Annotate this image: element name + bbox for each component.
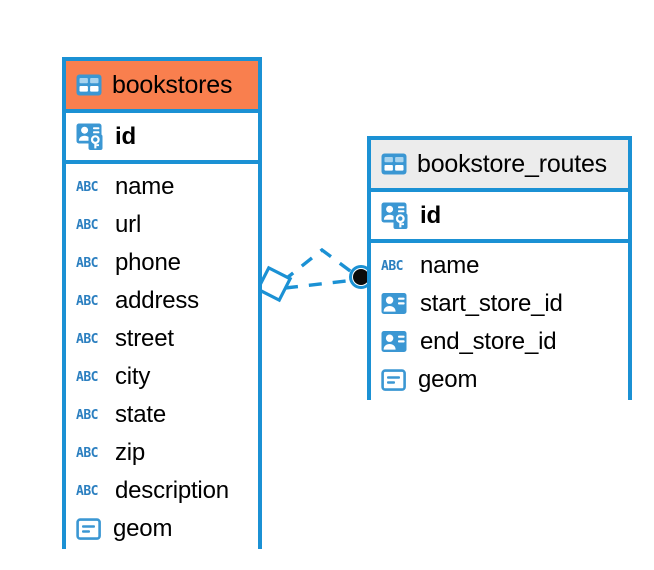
field-row-state[interactable]: ABC state (66, 396, 258, 434)
field-label-description: description (115, 477, 229, 504)
primary-key-section-bookstores: id (66, 109, 258, 164)
entity-title-bookstores: bookstores (112, 70, 233, 99)
abc-text-icon: ABC (76, 293, 98, 309)
geometry-icon (76, 517, 101, 540)
abc-text-icon: ABC (381, 258, 403, 274)
entity-header-bookstores: bookstores (66, 61, 258, 109)
field-row-url[interactable]: ABC url (66, 206, 258, 244)
field-label-name: name (115, 173, 175, 200)
abc-text-icon: ABC (76, 179, 98, 195)
abc-text-icon: ABC (76, 331, 98, 347)
field-row-id[interactable]: id (66, 113, 258, 160)
field-label-geom: geom (418, 366, 478, 393)
abc-text-icon: ABC (76, 369, 98, 385)
entity-table-bookstores[interactable]: bookstores id (62, 57, 262, 554)
field-label-zip: zip (115, 439, 146, 466)
abc-text-icon: ABC (76, 217, 98, 233)
field-label-address: address (115, 287, 199, 314)
foreign-key-icon (381, 293, 407, 314)
field-row-id[interactable]: id (371, 192, 628, 239)
abc-text-icon: ABC (76, 483, 98, 499)
field-label-start-store-id: start_store_id (420, 290, 563, 317)
primary-key-icon (381, 202, 408, 229)
abc-text-icon: ABC (76, 445, 98, 461)
field-list-bookstores: ABC name ABC url ABC phone ABC address A… (66, 164, 258, 554)
field-label-state: state (115, 401, 167, 428)
field-label-street: street (115, 325, 174, 352)
field-label-url: url (115, 211, 142, 238)
foreign-key-icon (381, 331, 407, 352)
relationship-line-upper (281, 247, 359, 283)
relationship-line-lower (284, 278, 356, 290)
primary-key-section-bookstore-routes: id (371, 188, 628, 243)
abc-text-icon: ABC (76, 255, 98, 271)
entity-table-bookstore-routes[interactable]: bookstore_routes id (367, 136, 632, 405)
entity-title-bookstore-routes: bookstore_routes (417, 149, 607, 178)
field-row-geom[interactable]: geom (371, 361, 628, 399)
field-label-name: name (420, 252, 480, 279)
field-row-city[interactable]: ABC city (66, 358, 258, 396)
field-row-geom[interactable]: geom (66, 510, 258, 548)
field-label-phone: phone (115, 249, 181, 276)
geometry-icon (381, 368, 406, 391)
table-icon (381, 153, 407, 175)
field-row-zip[interactable]: ABC zip (66, 434, 258, 472)
entity-header-bookstore-routes: bookstore_routes (371, 140, 628, 188)
field-row-phone[interactable]: ABC phone (66, 244, 258, 282)
field-label-id: id (115, 122, 136, 150)
field-row-end-store-id[interactable]: end_store_id (371, 323, 628, 361)
abc-text-icon: ABC (76, 407, 98, 423)
field-label-id: id (420, 201, 441, 229)
field-row-address[interactable]: ABC address (66, 282, 258, 320)
primary-key-icon (76, 123, 103, 150)
field-label-end-store-id: end_store_id (420, 328, 557, 355)
field-label-geom: geom (113, 515, 173, 542)
field-list-bookstore-routes: ABC name start_store_id (371, 243, 628, 405)
table-icon (76, 74, 102, 96)
field-row-name[interactable]: ABC name (371, 247, 628, 285)
field-label-city: city (115, 363, 151, 390)
field-row-description[interactable]: ABC description (66, 472, 258, 510)
field-row-street[interactable]: ABC street (66, 320, 258, 358)
field-row-start-store-id[interactable]: start_store_id (371, 285, 628, 323)
field-row-name[interactable]: ABC name (66, 168, 258, 206)
